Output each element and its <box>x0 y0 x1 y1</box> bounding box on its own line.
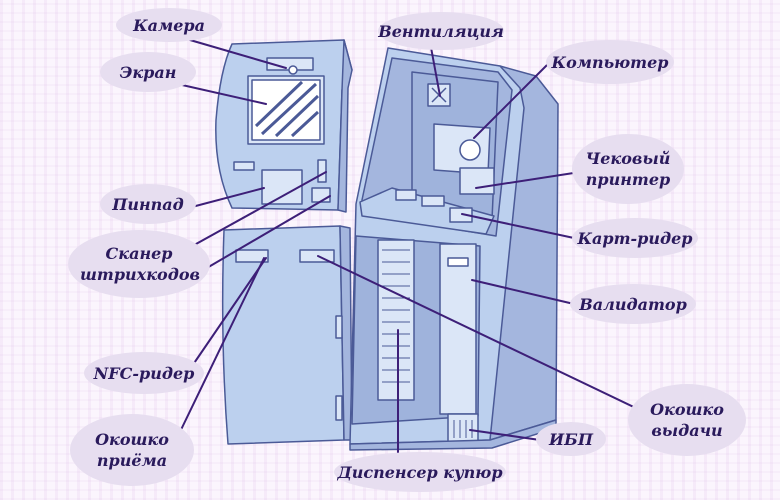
label-cash-in-slot: Окошко приёма <box>70 414 194 486</box>
label-ups: ИБП <box>536 422 606 456</box>
label-ventilation: Вентиляция <box>378 12 504 50</box>
label-card-reader: Карт-ридер <box>572 218 698 258</box>
receipt-printer-box <box>460 168 494 194</box>
label-receipt-printer: Чековый принтер <box>572 134 684 204</box>
label-pinpad: Пинпад <box>100 184 196 224</box>
upper-door-slot <box>234 162 254 170</box>
validator-slot <box>448 258 468 266</box>
camera-lens <box>289 66 297 74</box>
shelf-part-1 <box>396 190 416 200</box>
label-cash-out-slot: Окошко выдачи <box>628 384 746 456</box>
label-nfc-reader: NFC-ридер <box>84 352 204 394</box>
pinpad-box <box>262 170 302 204</box>
atm-illustration <box>216 40 558 450</box>
label-validator: Валидатор <box>570 284 696 324</box>
shelf-part-2 <box>422 196 444 206</box>
lower-door-latch <box>336 316 342 338</box>
ups-unit <box>448 414 478 444</box>
label-computer: Компьютер <box>546 40 674 84</box>
computer-disc <box>460 140 480 160</box>
label-screen: Экран <box>100 52 196 92</box>
barcode-window <box>318 160 326 182</box>
lower-door-hinge <box>336 396 342 420</box>
dispenser-cassette-left <box>378 240 414 400</box>
label-dispenser: Диспенсер купюр <box>334 452 506 492</box>
label-camera: Камера <box>116 8 222 42</box>
label-barcode-scanner: Сканер штрихкодов <box>68 230 210 298</box>
scanner-window <box>312 188 330 202</box>
